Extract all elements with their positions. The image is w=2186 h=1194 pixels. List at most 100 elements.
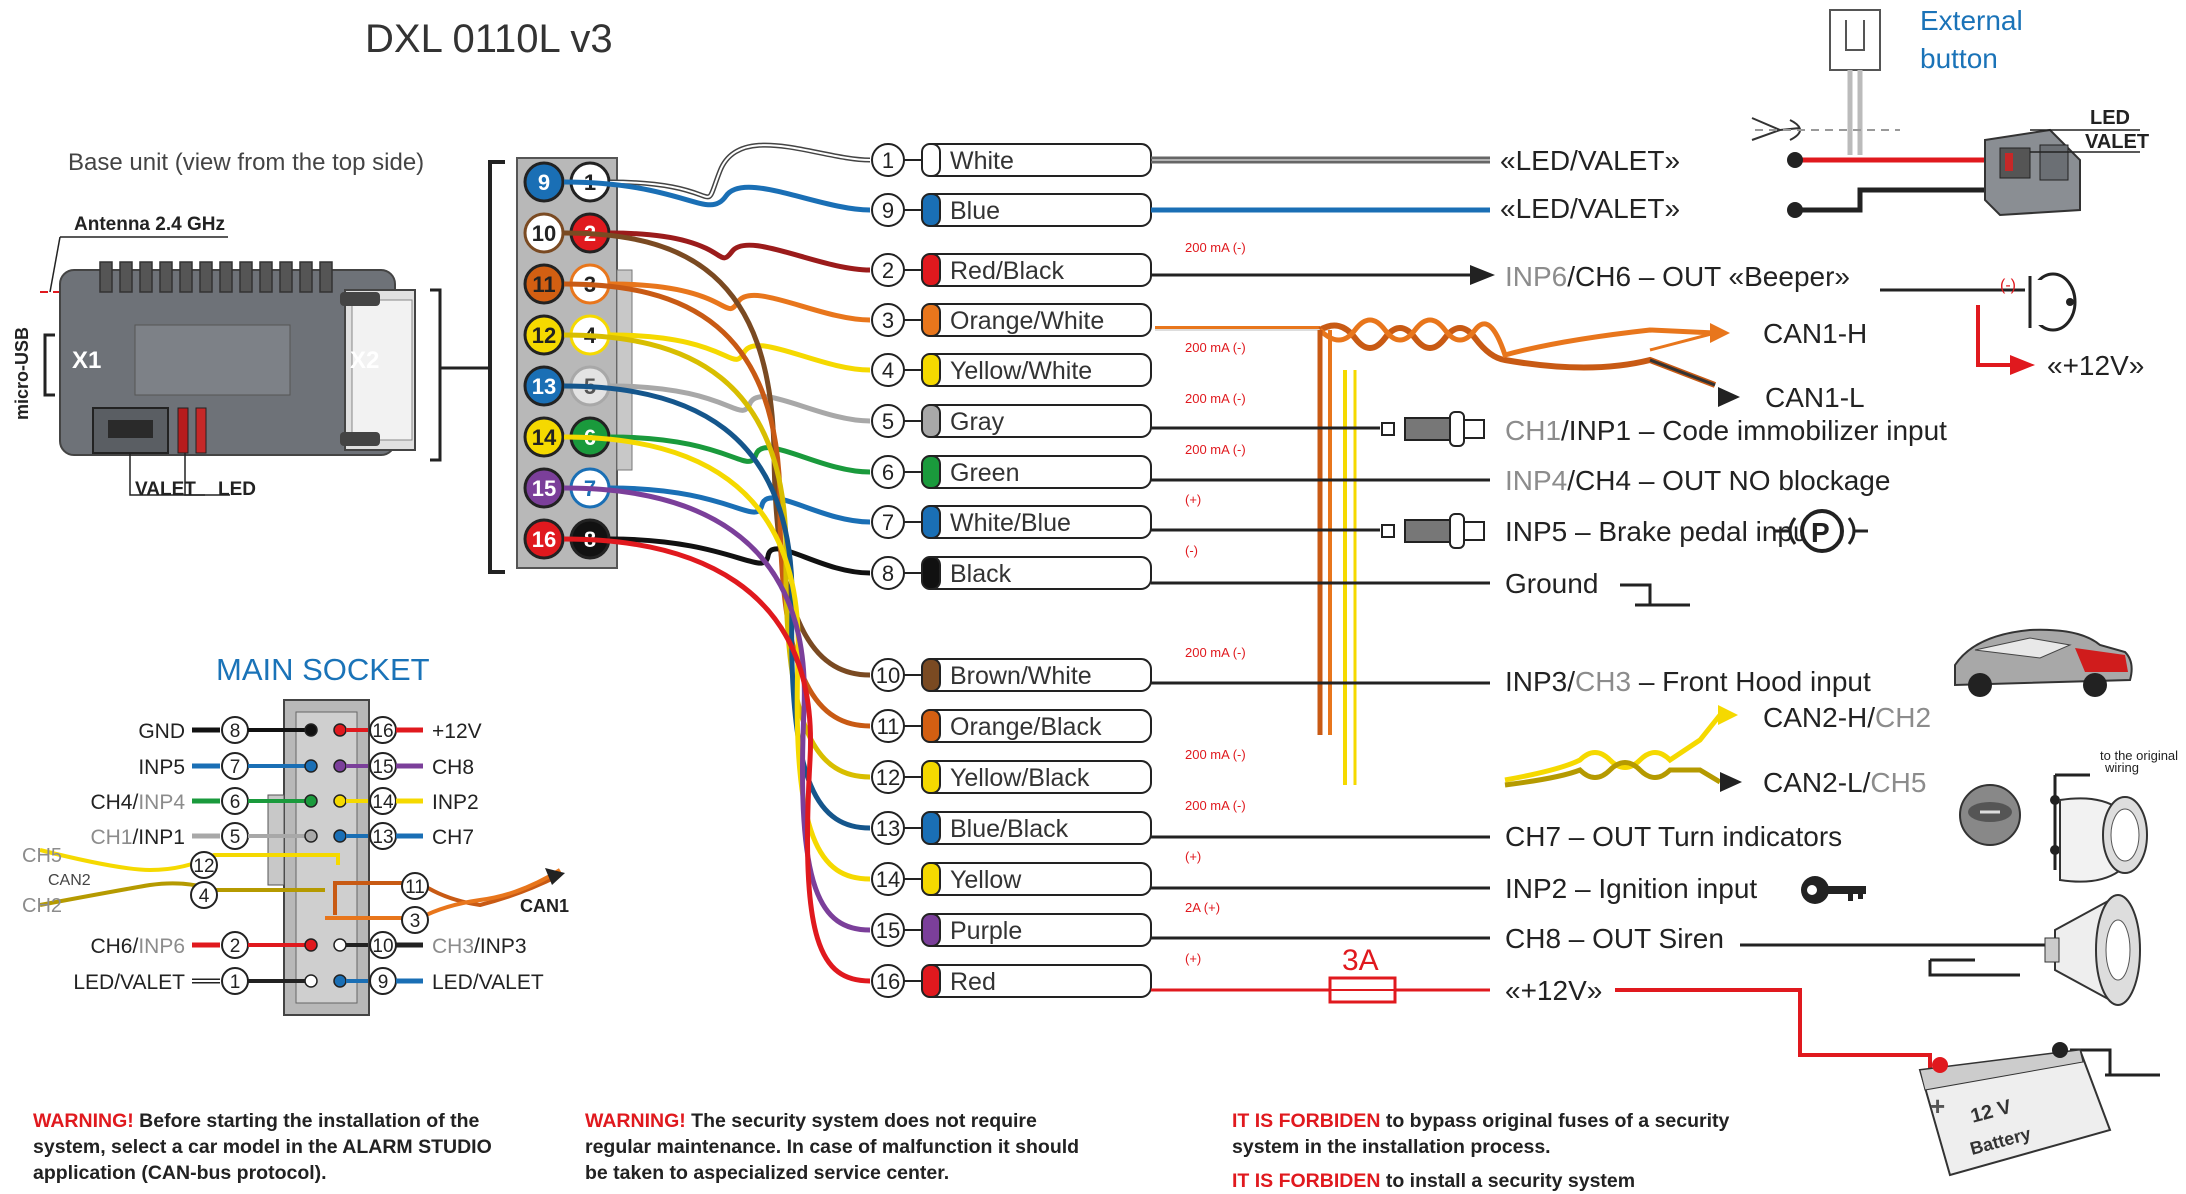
wire-8	[609, 536, 871, 576]
wire-number: 1	[882, 148, 894, 173]
wire-current-label: 200 mA (-)	[1185, 798, 1246, 813]
wire-row-11: 11 Orange/Black	[871, 709, 1152, 743]
wire-2	[609, 230, 871, 273]
beeper-icon	[1880, 272, 2077, 375]
socket-left-label: CH6/INP6	[90, 935, 185, 958]
wire-color-label: Black	[950, 560, 1012, 588]
original-wiring-label-1: to the original	[2100, 748, 2178, 763]
wire-number: 8	[882, 561, 894, 586]
connector-pin-15: 15	[523, 467, 565, 509]
led-valet-output-1: «LED/VALET»	[1500, 145, 1680, 176]
wire-current-label: 200 mA (-)	[1185, 747, 1246, 762]
base-unit-caption: Base unit (view from the top side)	[68, 149, 424, 176]
wire-5	[609, 383, 871, 424]
inp2-ignition-input: INP2 – Ignition input	[1505, 873, 1757, 904]
external-button-label-1: External	[1920, 5, 2023, 36]
socket-pin-number: 12	[193, 856, 214, 877]
socket-pin-number: 2	[230, 936, 241, 957]
socket-pin-number: 15	[372, 757, 393, 778]
wire-current-label: (+)	[1185, 492, 1201, 507]
wire-number: 16	[876, 969, 900, 994]
wire-number: 9	[882, 198, 894, 223]
beeper-polarity: (-)	[2000, 277, 2016, 294]
connector-plug-icon	[1381, 411, 1485, 447]
wire-number: 7	[882, 510, 894, 535]
socket-pin-number: 11	[405, 877, 425, 898]
can1-socket-label: CAN1	[520, 896, 569, 916]
socket-row-2: CH6/INP6 2	[90, 931, 318, 959]
wire-row-1: 1 White	[871, 143, 1152, 177]
wire-number: 6	[882, 460, 894, 485]
main-socket	[267, 699, 370, 1016]
wire-color-label: Blue/Black	[950, 815, 1069, 843]
car-icon	[1954, 628, 2133, 697]
inp3-hood-input: INP3/CH3 – Front Hood input	[1505, 666, 1871, 697]
connector-pin-14: 14	[523, 416, 565, 458]
wire-color-label: Yellow/Black	[950, 764, 1090, 792]
connector-pin-10: 10	[523, 212, 565, 254]
wire-current-label: 2A (+)	[1185, 900, 1220, 915]
can1-h-label: CAN1-H	[1763, 318, 1867, 349]
socket-right-label: INP2	[432, 791, 479, 814]
connector-pin-number: 10	[532, 221, 556, 246]
svg-text:P: P	[1811, 517, 1830, 548]
socket-left-label: GND	[138, 720, 185, 743]
ground-icon	[1620, 583, 1690, 607]
led-valet-output-2: «LED/VALET»	[1500, 193, 1680, 224]
connector-pin-number: 16	[532, 527, 556, 552]
wire-number: 11	[877, 714, 900, 739]
wire-number: 2	[882, 258, 894, 283]
wire-7	[609, 485, 871, 525]
wire-16	[563, 536, 871, 984]
ch8-siren-output: CH8 – OUT Siren	[1505, 923, 1724, 954]
socket-pin-number: 6	[230, 792, 241, 813]
socket-can-pin-11: 11	[401, 872, 429, 900]
inp5-brake-input: INP5 – Brake pedal input	[1505, 516, 1817, 547]
connector-pin-number: 9	[538, 170, 550, 195]
socket-pin-number: 13	[372, 827, 393, 848]
warning-install: IT IS FORBIDEN to install a security sys…	[1232, 1170, 1636, 1192]
wire-row-7: 7 White/Blue (+)	[871, 492, 1201, 539]
socket-pin-number: 4	[199, 886, 210, 907]
siren-icon	[1740, 894, 2141, 1006]
wire-number: 14	[876, 867, 900, 892]
wire-color-label: Orange/White	[950, 307, 1104, 335]
plus12v-label: «+12V»	[1505, 975, 1602, 1006]
socket-right-label: CH3/INP3	[432, 935, 527, 958]
socket-left-label: CH4/INP4	[90, 791, 185, 814]
wire-color-label: White	[950, 147, 1014, 175]
fuse-label: 3A	[1342, 944, 1379, 977]
socket-pin-number: 8	[230, 721, 241, 742]
wire-harness	[563, 142, 871, 984]
beeper-output: INP6/CH6 – OUT «Beeper»	[1505, 261, 1850, 292]
socket-row-7: INP5 7	[138, 752, 318, 780]
socket-pin-number: 7	[230, 757, 241, 778]
wire-color-label: Gray	[950, 408, 1005, 436]
wire-current-label: (+)	[1185, 951, 1201, 966]
connector-pin-number: 13	[532, 374, 556, 399]
socket-left-label: INP5	[138, 756, 185, 779]
socket-pin-number: 16	[372, 721, 393, 742]
can2-l-label: CAN2-L/CH5	[1763, 767, 1926, 798]
connector-pin-number: 11	[532, 272, 555, 297]
wire-color-label: White/Blue	[950, 509, 1071, 537]
wire-current-label: (+)	[1185, 849, 1201, 864]
socket-can-pin-4: 4	[190, 881, 218, 909]
wire-color-label: Orange/Black	[950, 713, 1102, 741]
connector-pin-12: 12	[523, 314, 565, 356]
wire-number: 4	[882, 358, 894, 383]
connector-pin-number: 15	[532, 476, 556, 501]
socket-row-8: GND 8	[138, 716, 318, 744]
original-wiring-label-2: wiring	[2104, 760, 2139, 775]
